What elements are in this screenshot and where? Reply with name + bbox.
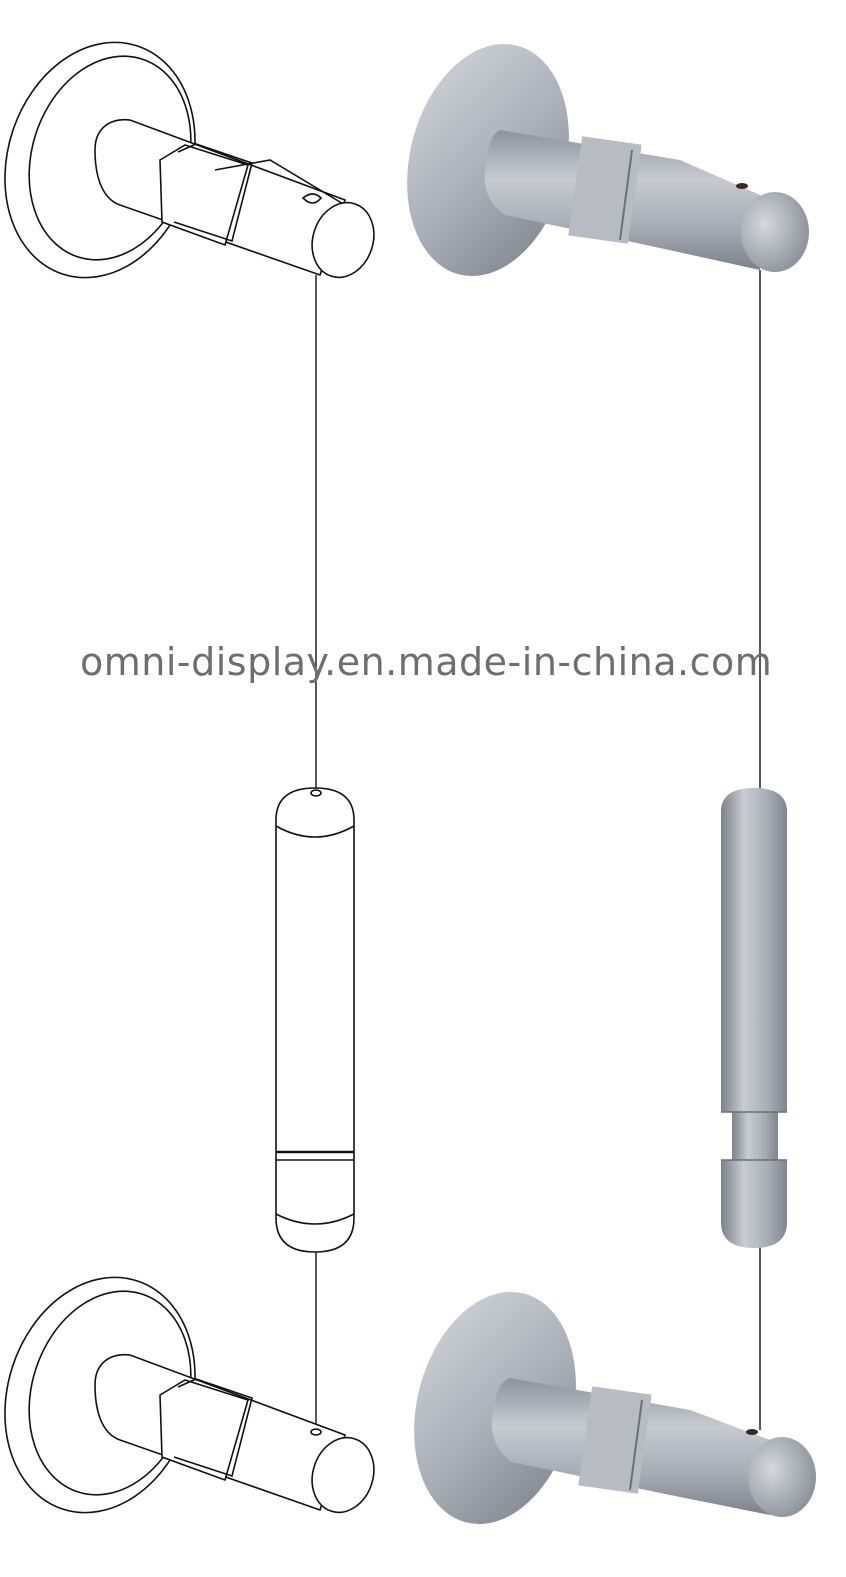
top-wall-mount-metal [407,43,809,277]
bottom-wall-mount-metal [414,1291,816,1525]
top-wall-mount-outline [4,41,375,279]
tension-rod-metal [721,788,787,1248]
metal-render-right [407,43,816,1525]
line-drawing-left [4,41,375,1514]
bottom-wall-mount-outline [4,1276,375,1514]
tension-rod-outline [275,787,355,1253]
